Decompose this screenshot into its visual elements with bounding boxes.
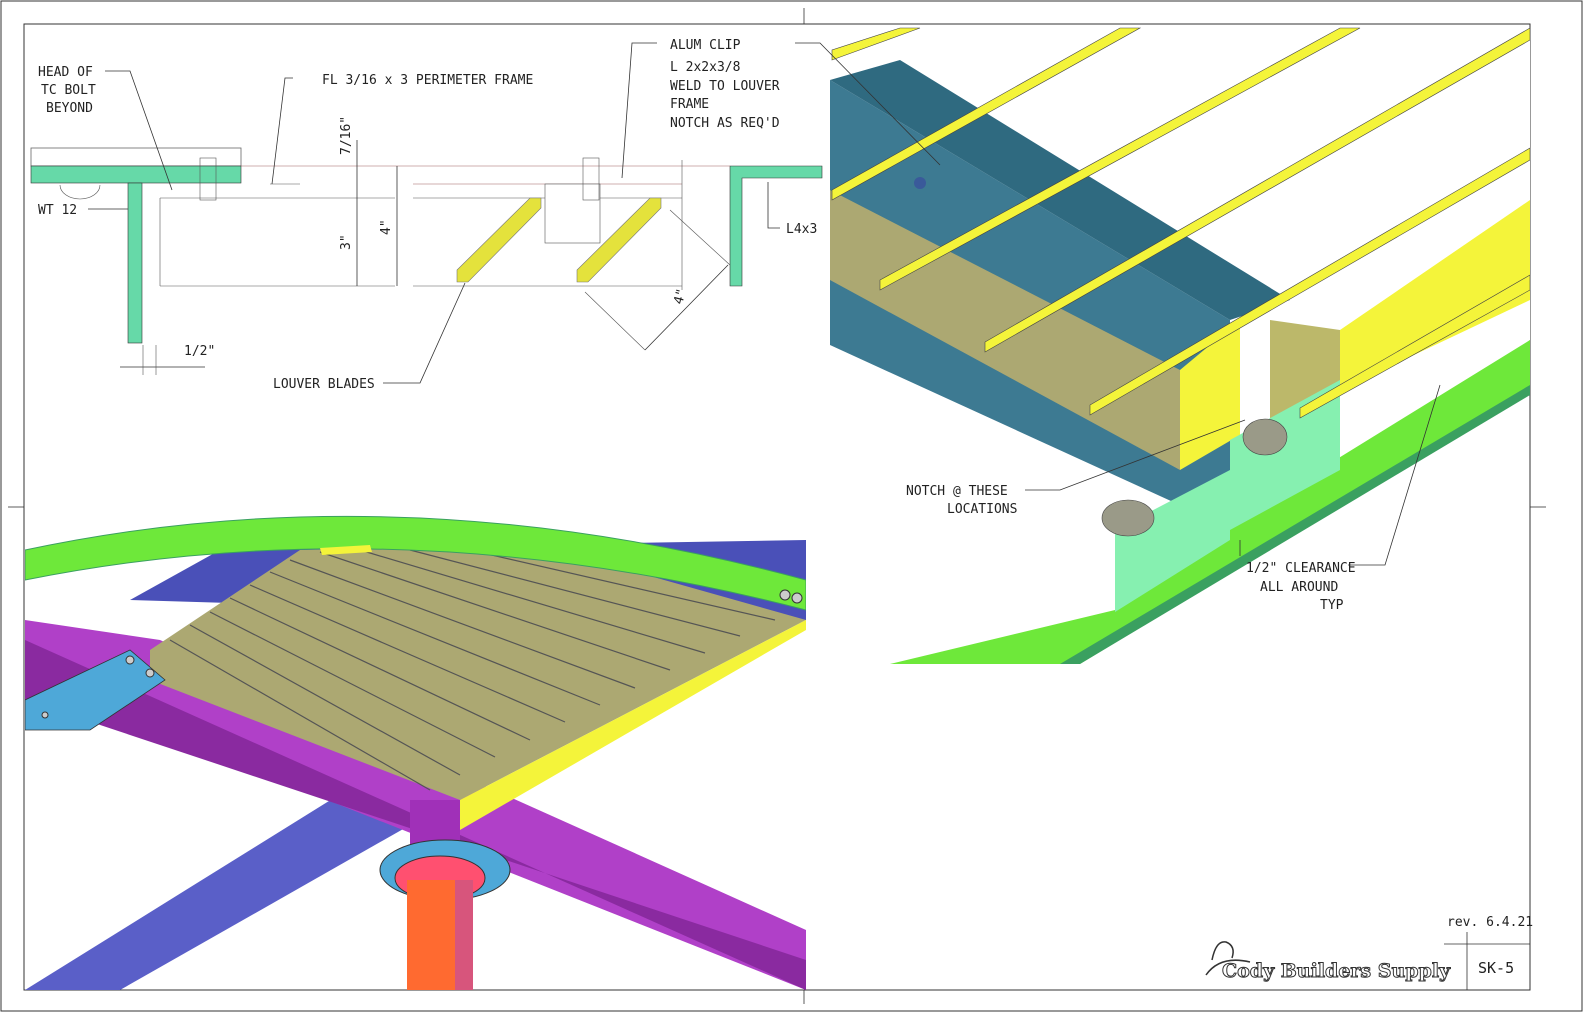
iso-view-louver-notch [830, 27, 1531, 664]
wt12-stem [127, 182, 143, 344]
label-perimeter-frame: FL 3/16 x 3 PERIMETER FRAME [322, 73, 533, 88]
label-louver-blades: LOUVER BLADES [273, 377, 375, 392]
label-clearance-3: TYP [1320, 598, 1344, 613]
label-alum-clip-1: ALUM CLIP [670, 38, 741, 53]
iso-view-louver-plan [25, 515, 806, 990]
dim-blade-spacing: 4" [671, 287, 690, 306]
connection-plate [25, 649, 166, 731]
louver-panel [150, 545, 806, 800]
louver-blade [576, 197, 662, 283]
louver-blade [456, 197, 542, 283]
bolt-nut [1101, 499, 1155, 537]
label-alum-clip-5: NOTCH AS REQ'D [670, 116, 780, 131]
label-notch-2: LOCATIONS [947, 502, 1017, 517]
louver-blade-lines [169, 549, 776, 791]
label-clearance-2: ALL AROUND [1260, 580, 1338, 595]
label-alum-clip-4: FRAME [670, 97, 709, 112]
sheet-number: SK-5 [1478, 959, 1514, 977]
label-l4x3: L4x3 [786, 222, 817, 237]
dim-frame-depth: 3" [339, 234, 354, 250]
dim-edge-clearance: 1/2" [184, 344, 215, 359]
wt12-flange [30, 165, 242, 184]
label-alum-clip-2: L 2x2x3/8 [670, 60, 740, 75]
company-logo: Cody Builders Supply [1205, 941, 1452, 983]
cowboy-hat-icon [1205, 941, 1251, 976]
label-head-of-bolt-1: HEAD OF [38, 65, 93, 80]
label-head-of-bolt-2: TC BOLT [41, 83, 96, 98]
label-wt12: WT 12 [38, 203, 77, 218]
dim-frame-gap: 7/16" [339, 116, 354, 155]
label-alum-clip-3: WELD TO LOUVER [670, 79, 780, 94]
bolt [199, 157, 217, 201]
revision-text: rev. 6.4.21 [1447, 915, 1533, 930]
company-logo-text: Cody Builders Supply [1222, 960, 1451, 982]
section-detail [30, 42, 941, 384]
label-notch-1: NOTCH @ THESE [906, 484, 1008, 499]
title-block: rev. 6.4.21 SK-5 Cody Builders Supply [1205, 915, 1533, 990]
label-clearance-1: 1/2" CLEARANCE [1246, 561, 1356, 576]
bolt-nut [1242, 418, 1288, 456]
alum-clip [1230, 380, 1340, 530]
label-head-of-bolt-3: BEYOND [46, 101, 93, 116]
dim-overall-depth: 4" [379, 219, 394, 235]
curb-green-curved [25, 515, 806, 611]
bolt [582, 157, 600, 201]
